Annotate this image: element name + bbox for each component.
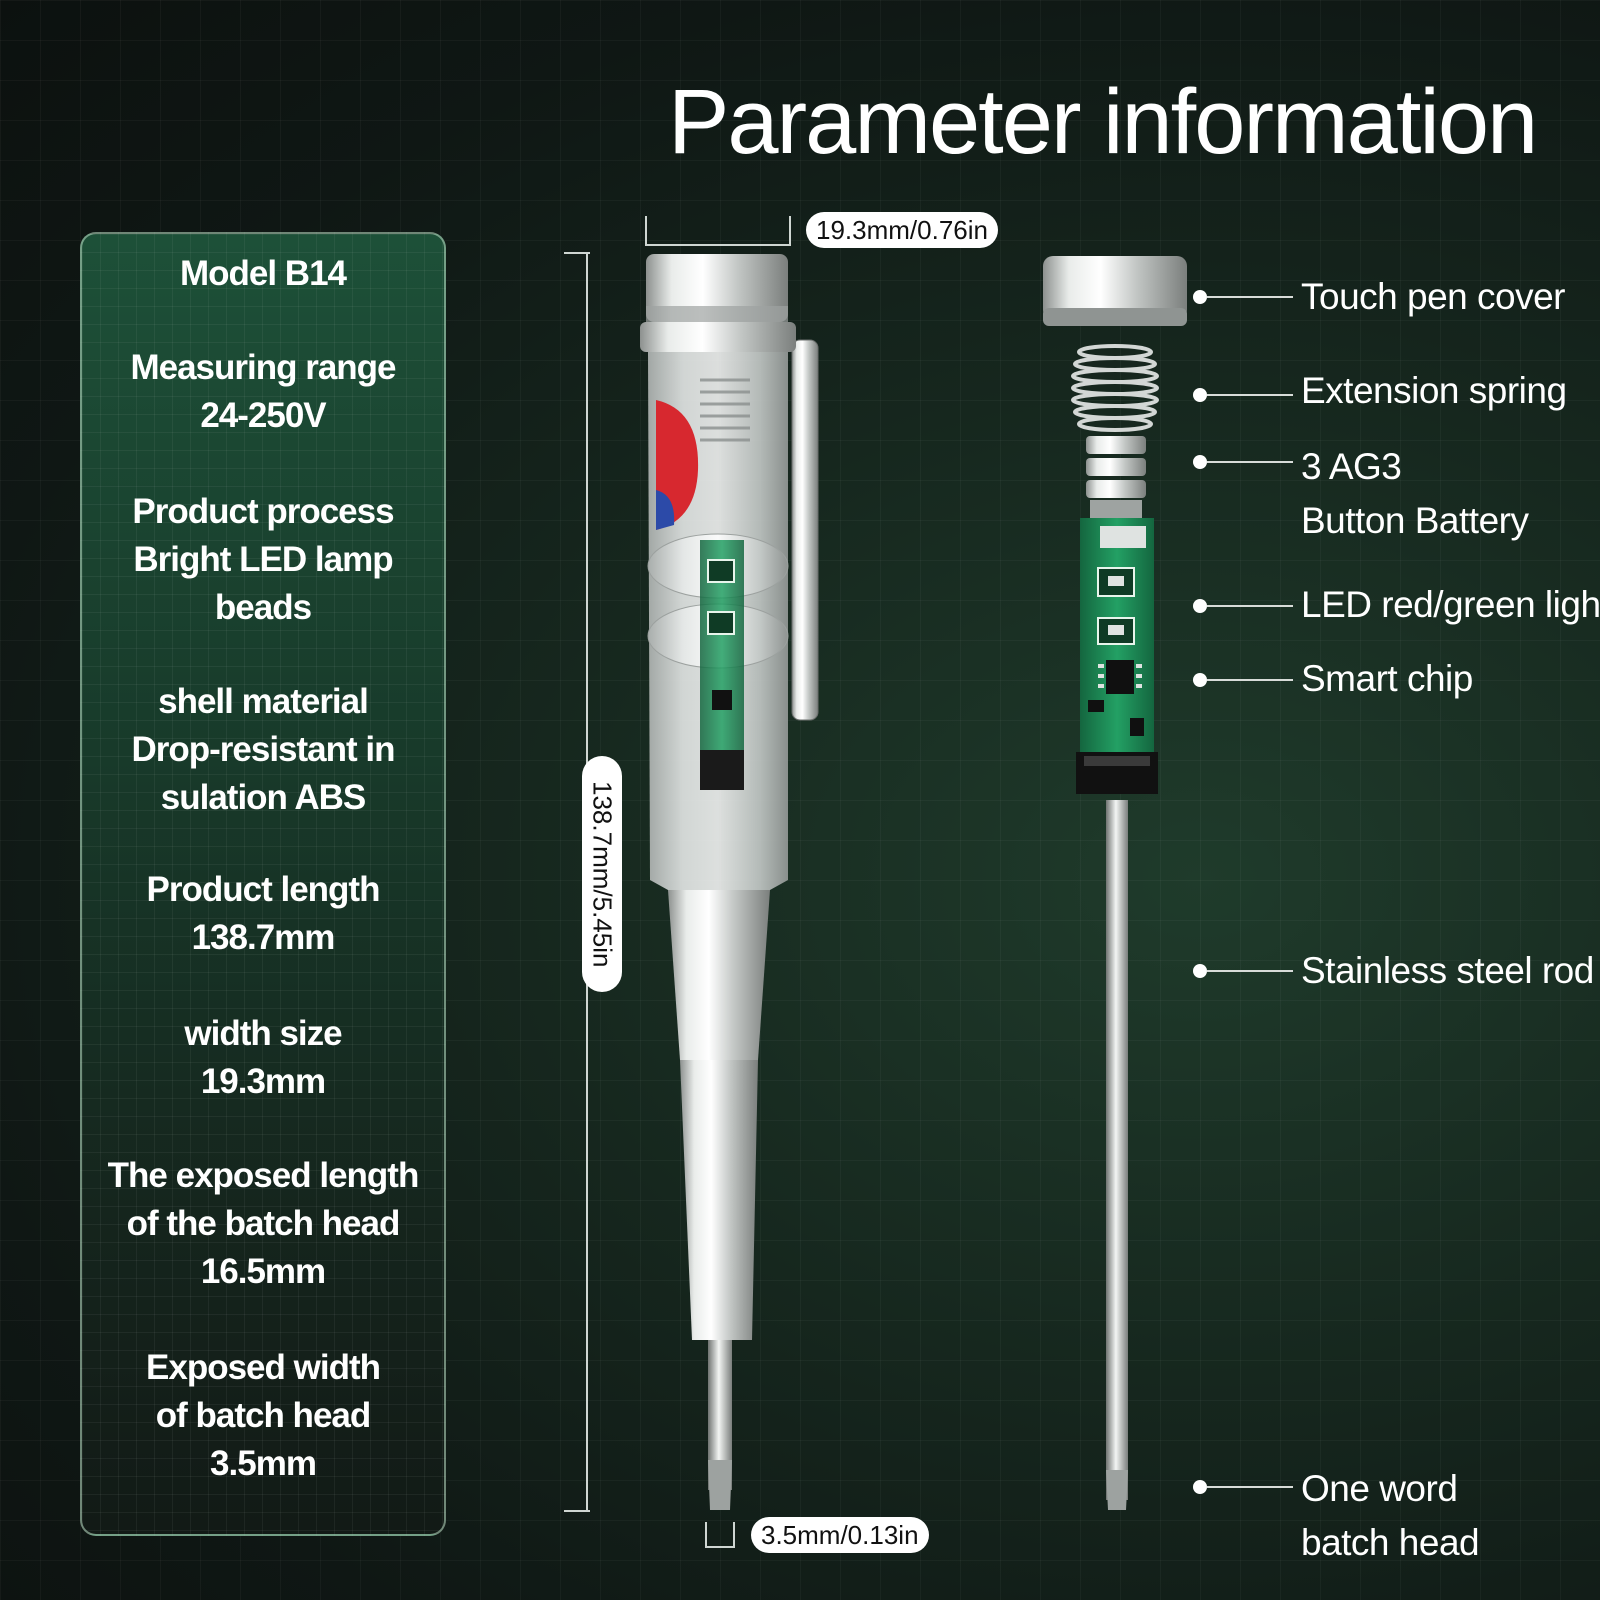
exploded-batch-head <box>1106 1470 1128 1510</box>
label-smart-chip: Smart chip <box>1301 658 1473 699</box>
spec-width-size: width size 19.3mm <box>184 1014 342 1101</box>
tip-width-dimension-line <box>705 1522 735 1548</box>
spec-shell-material: shell material Drop-resistant in sulatio… <box>131 682 395 817</box>
spec-panel: Model B14 Measuring range 24-250V Produc… <box>80 232 446 1536</box>
exploded-battery <box>1086 436 1146 520</box>
exploded-pen <box>1043 256 1187 1510</box>
label-battery: 3 AG3 Button Battery <box>1301 446 1529 541</box>
label-led: LED red/green light <box>1301 584 1600 625</box>
pen-lower-body <box>668 890 770 1060</box>
smart-chip <box>1106 660 1134 694</box>
label-steel-rod: Stainless steel rod <box>1301 950 1594 991</box>
exploded-rod <box>1106 800 1128 1500</box>
spec-measuring-range: Measuring range 24-250V <box>130 348 396 435</box>
pen-clip <box>791 339 819 721</box>
tip-width-label: 3.5mm/0.13in <box>751 1517 929 1553</box>
length-label: 138.7mm/5.45in <box>582 756 622 992</box>
spec-exposed-width: Exposed width of batch head 3.5mm <box>146 1348 381 1483</box>
pen-cap <box>646 254 788 322</box>
spec-model: Model B14 <box>179 254 347 293</box>
exploded-spring <box>1071 344 1159 432</box>
page-title: Parameter information <box>668 71 1538 173</box>
exploded-cap <box>1043 256 1187 320</box>
assembled-pen <box>640 254 819 1510</box>
spec-product-length: Product length 138.7mm <box>146 870 381 957</box>
spec-product-process: Product process Bright LED lamp beads <box>132 492 394 627</box>
label-batch-head: One word batch head <box>1301 1468 1480 1563</box>
label-extension-spring: Extension spring <box>1301 370 1567 411</box>
label-touch-pen-cover: Touch pen cover <box>1301 276 1566 317</box>
top-width-label: 19.3mm/0.76in <box>806 212 998 248</box>
spec-exposed-length: The exposed length of the batch head 16.… <box>107 1156 420 1291</box>
top-width-dimension-line <box>645 216 791 246</box>
